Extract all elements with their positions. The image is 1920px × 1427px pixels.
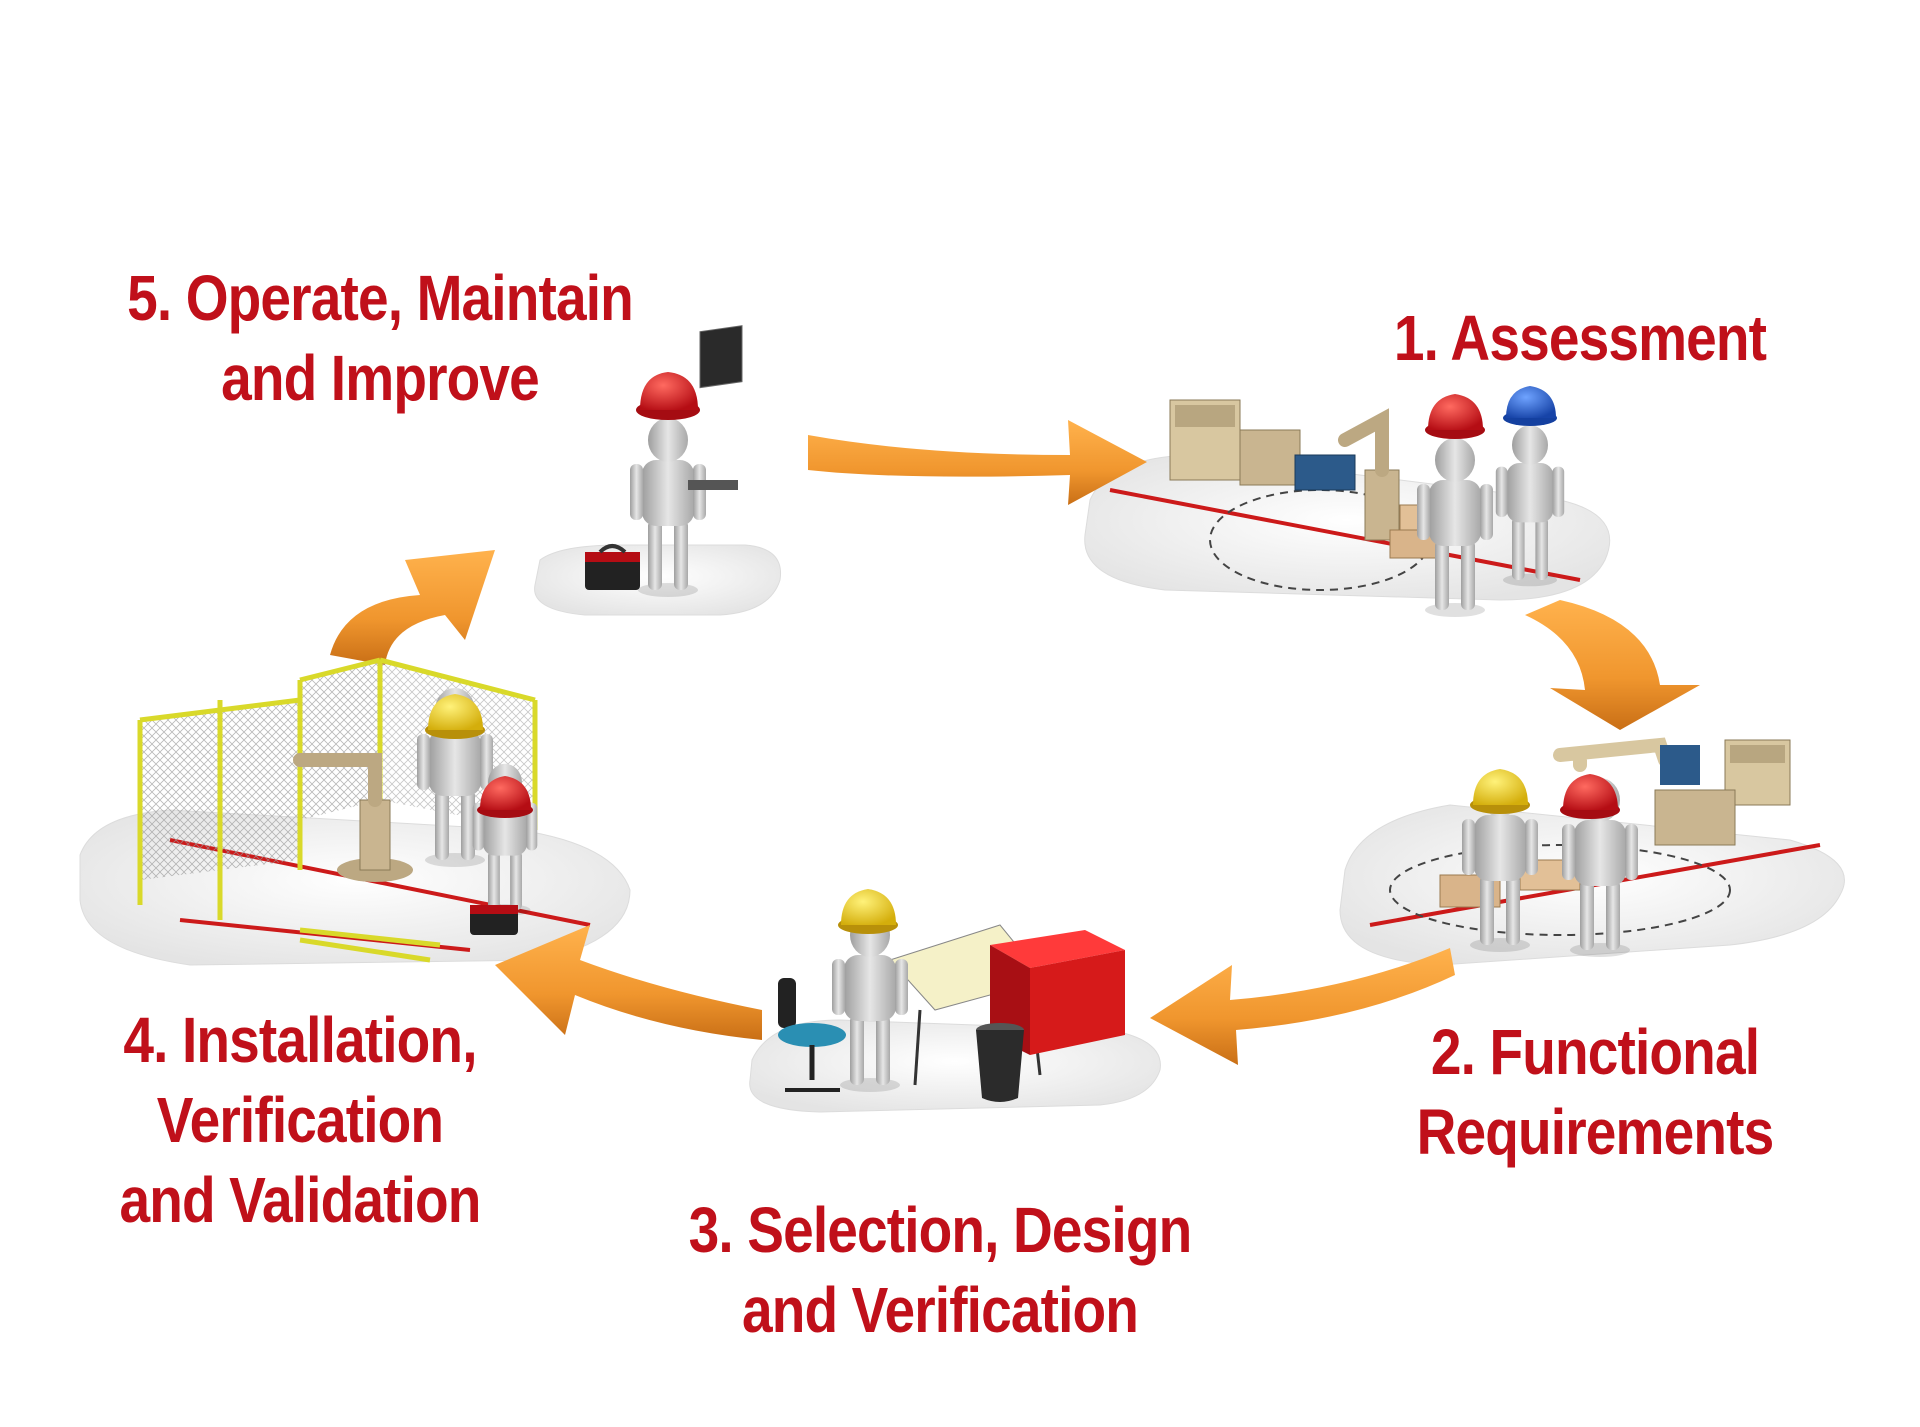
step1-label-line1: 1. Assessment — [1393, 302, 1767, 374]
scene-step3 — [778, 889, 1125, 1102]
step2-label-line2: Requirements — [1416, 1096, 1775, 1168]
arrow-5-to-1 — [808, 420, 1147, 505]
hardhat-icon — [1560, 774, 1620, 819]
step1-label: 1. Assessment — [1365, 298, 1795, 378]
scene-step2 — [1439, 737, 1791, 957]
step5-label: 5. Operate, Maintain and Improve — [105, 258, 655, 418]
step3-label-line2: and Verification — [741, 1274, 1139, 1346]
arrow-1-to-2 — [1525, 600, 1700, 730]
robot-arm-icon — [1338, 408, 1400, 541]
office-chair-icon — [778, 978, 846, 1092]
arrow-2-to-3 — [1150, 948, 1455, 1065]
toolbox-icon — [470, 905, 518, 935]
hardhat-icon — [636, 372, 700, 420]
robot-arm-icon — [293, 753, 413, 882]
hardhat-icon — [1425, 394, 1485, 439]
arrow-3-to-4 — [495, 925, 762, 1040]
laptop-icon — [688, 325, 743, 490]
hardhat-icon — [1470, 769, 1530, 814]
step4-label-line2: Verification — [156, 1084, 444, 1156]
step5-label-line2: and Improve — [221, 342, 540, 414]
arrow-4-to-5 — [330, 550, 495, 665]
step3-label: 3. Selection, Design and Verification — [630, 1190, 1249, 1350]
scene-step4 — [137, 657, 538, 963]
step4-label-line1: 4. Installation, — [123, 1004, 477, 1076]
hardhat-icon — [1503, 386, 1557, 426]
scene-step5 — [585, 325, 743, 597]
waste-bin-icon — [976, 1023, 1024, 1102]
scene-step1 — [1169, 386, 1565, 617]
toolbox-icon — [585, 544, 640, 590]
step3-label-line1: 3. Selection, Design — [688, 1194, 1193, 1266]
machine-equipment — [1654, 739, 1791, 846]
step4-label-line3: and Validation — [119, 1164, 481, 1236]
machine-equipment — [1169, 399, 1356, 491]
step2-label: 2. Functional Requirements — [1367, 1012, 1823, 1172]
hardhat-icon — [477, 776, 533, 818]
step5-label-line1: 5. Operate, Maintain — [127, 262, 634, 334]
step4-label: 4. Installation, Verification and Valida… — [76, 1000, 523, 1240]
hardhat-icon — [425, 694, 485, 739]
hardhat-icon — [838, 889, 898, 934]
robot-arm-icon — [1553, 737, 1700, 785]
step2-label-line1: 2. Functional — [1430, 1016, 1760, 1088]
